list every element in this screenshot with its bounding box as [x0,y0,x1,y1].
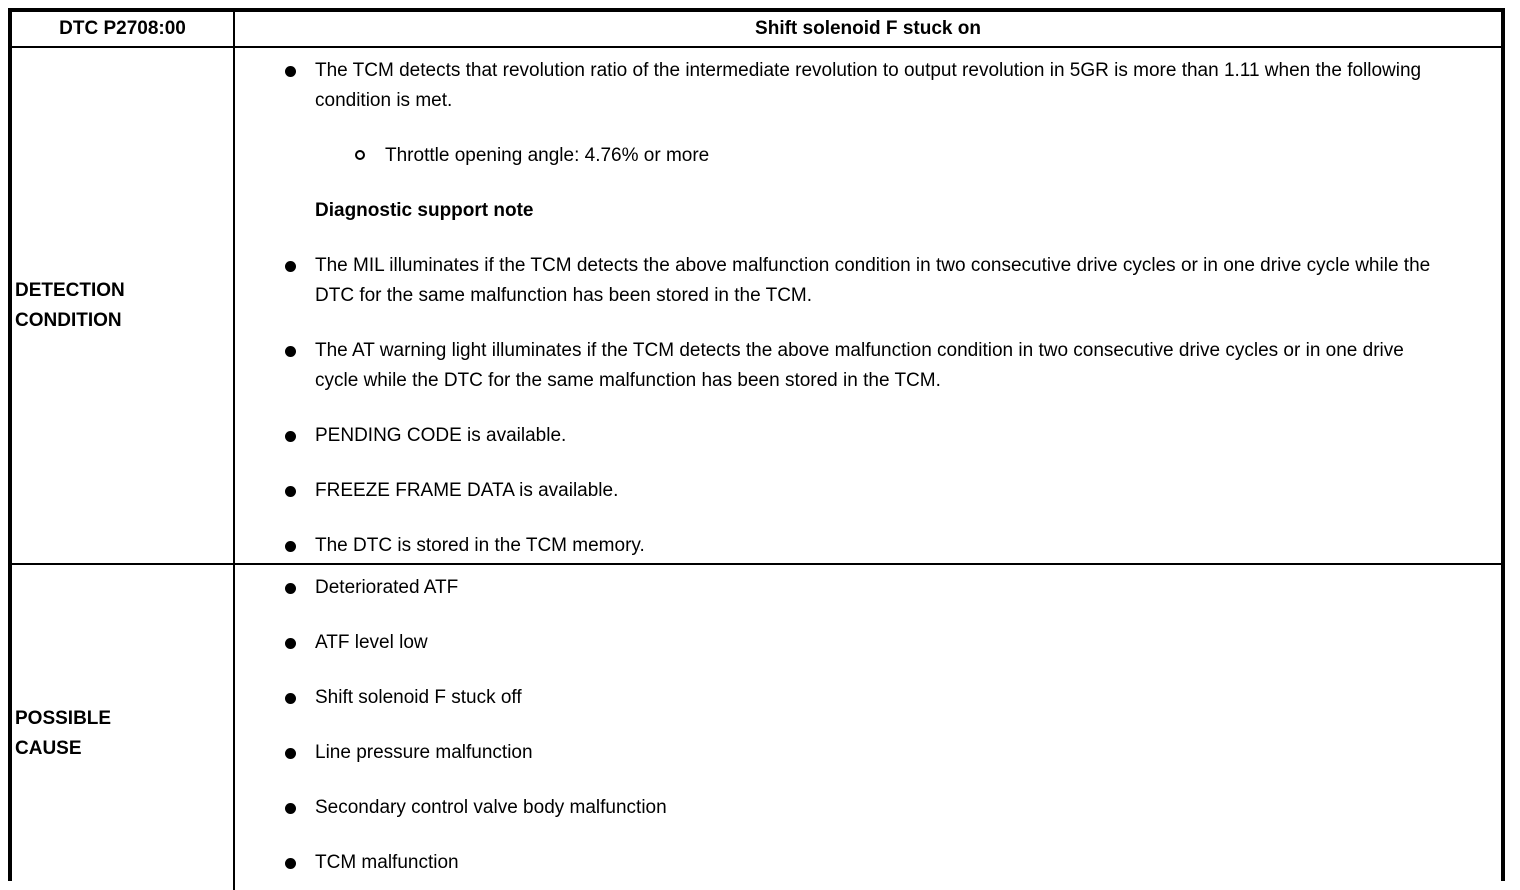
bullet-icon [285,336,315,396]
detection-condition-label: DETECTION CONDITION [12,48,235,565]
bullet-icon [285,793,315,823]
dtc-code-cell: DTC P2708:00 [12,12,235,48]
bullet-icon [285,848,315,878]
row-label: POSSIBLE CAUSE [15,708,112,759]
dtc-code: DTC P2708:00 [59,18,186,39]
list-item: The DTC is stored in the TCM memory. [285,531,1443,561]
list-item-text: Secondary control valve body malfunction [315,797,667,818]
list-item: PENDING CODE is available. [285,421,1443,451]
bullet-icon [285,683,315,713]
list-item: The MIL illuminates if the TCM detects t… [285,251,1443,311]
list-item-text: Shift solenoid F stuck off [315,687,522,708]
bullet-icon [285,531,315,561]
dtc-title-cell: Shift solenoid F stuck on [235,12,1501,48]
bullet-icon [285,251,315,311]
bullet-icon [285,476,315,506]
list-item-text: Deteriorated ATF [315,577,459,598]
list-item-text: Line pressure malfunction [315,742,533,763]
sub-list-item-text: Throttle opening angle: 4.76% or more [385,145,710,166]
possible-cause-content: Deteriorated ATF ATF level low Shift sol… [235,565,1501,890]
list-item: The AT warning light illuminates if the … [285,336,1443,396]
list-item-text: The MIL illuminates if the TCM detects t… [315,255,1431,306]
list-item-text: The DTC is stored in the TCM memory. [315,535,645,556]
bullet-icon [285,56,315,116]
list-item-text: ATF level low [315,632,428,653]
list-item: TCM malfunction [285,848,1443,878]
list-item-text: The AT warning light illuminates if the … [315,340,1404,391]
dtc-title: Shift solenoid F stuck on [755,18,981,39]
list-item-text: The TCM detects that revolution ratio of… [315,60,1422,111]
detection-condition-content: The TCM detects that revolution ratio of… [235,48,1501,565]
diagnostic-note-heading: Diagnostic support note [315,200,534,221]
bullet-icon [285,573,315,603]
list-item: Shift solenoid F stuck off [285,683,1443,713]
list-item: The TCM detects that revolution ratio of… [285,56,1443,116]
list-item: ATF level low [285,628,1443,658]
list-item: Secondary control valve body malfunction [285,793,1443,823]
list-item-text: PENDING CODE is available. [315,425,567,446]
list-item: Deteriorated ATF [285,573,1443,603]
list-item: Line pressure malfunction [285,738,1443,768]
circle-bullet-icon [355,141,385,171]
bullet-icon [285,738,315,768]
list-item-text: FREEZE FRAME DATA is available. [315,480,619,501]
row-label: DETECTION CONDITION [15,279,125,331]
list-item-text: TCM malfunction [315,852,459,873]
sub-list-item: Throttle opening angle: 4.76% or more [355,141,1443,171]
list-item: FREEZE FRAME DATA is available. [285,476,1443,506]
dtc-table: DTC P2708:00 Shift solenoid F stuck on D… [8,8,1505,890]
possible-cause-label: POSSIBLE CAUSE [12,565,235,890]
bullet-icon [285,628,315,658]
bullet-icon [285,421,315,451]
